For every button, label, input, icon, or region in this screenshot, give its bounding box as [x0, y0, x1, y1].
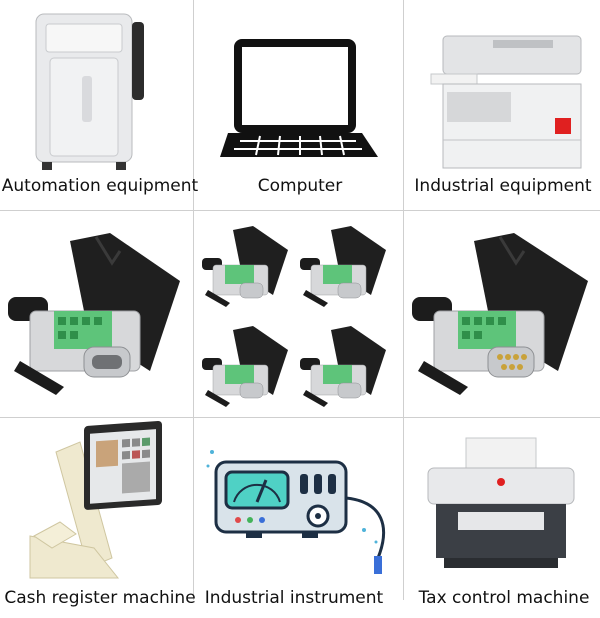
cell-computer: Computer [200, 0, 400, 200]
cell-industrial-instrument: Industrial instrument [194, 418, 394, 618]
pos-terminal-icon [29, 420, 162, 579]
printer-icon [427, 437, 575, 568]
connector-small [300, 326, 386, 407]
caption-industrial-instrument: Industrial instrument [204, 588, 384, 608]
connector-small [202, 226, 288, 307]
copier-icon [430, 35, 582, 169]
cell-tax-control: Tax control machine [404, 418, 600, 618]
laptop-icon [220, 39, 378, 157]
db9-connector-set-icon [202, 226, 386, 407]
grid-divider [0, 210, 600, 211]
connector-small [202, 326, 288, 407]
automation-machine-icon [35, 13, 144, 170]
db9-connector-icon [8, 233, 180, 395]
instrument-panel-icon [206, 450, 386, 574]
caption-automation-equipment: Automation equipment [1, 176, 199, 196]
db9-connector-male-icon [412, 233, 588, 395]
caption-computer: Computer [257, 176, 343, 196]
connector-small [300, 226, 386, 307]
caption-industrial-equipment: Industrial equipment [414, 176, 592, 196]
grid-divider [193, 0, 194, 600]
cell-connector-set [194, 211, 394, 411]
caption-cash-register-machine: Cash register machine [4, 588, 196, 608]
cell-automation-equipment: Automation equipment [0, 0, 200, 200]
grid-divider [0, 417, 600, 418]
cell-connector-large-right [404, 211, 600, 411]
grid-divider [403, 0, 404, 600]
cell-cash-register: Cash register machine [0, 418, 200, 618]
cell-industrial-equipment: Industrial equipment [403, 0, 600, 200]
cell-connector-large-left [0, 211, 200, 411]
caption-tax-control-machine: Tax control machine [418, 588, 590, 608]
